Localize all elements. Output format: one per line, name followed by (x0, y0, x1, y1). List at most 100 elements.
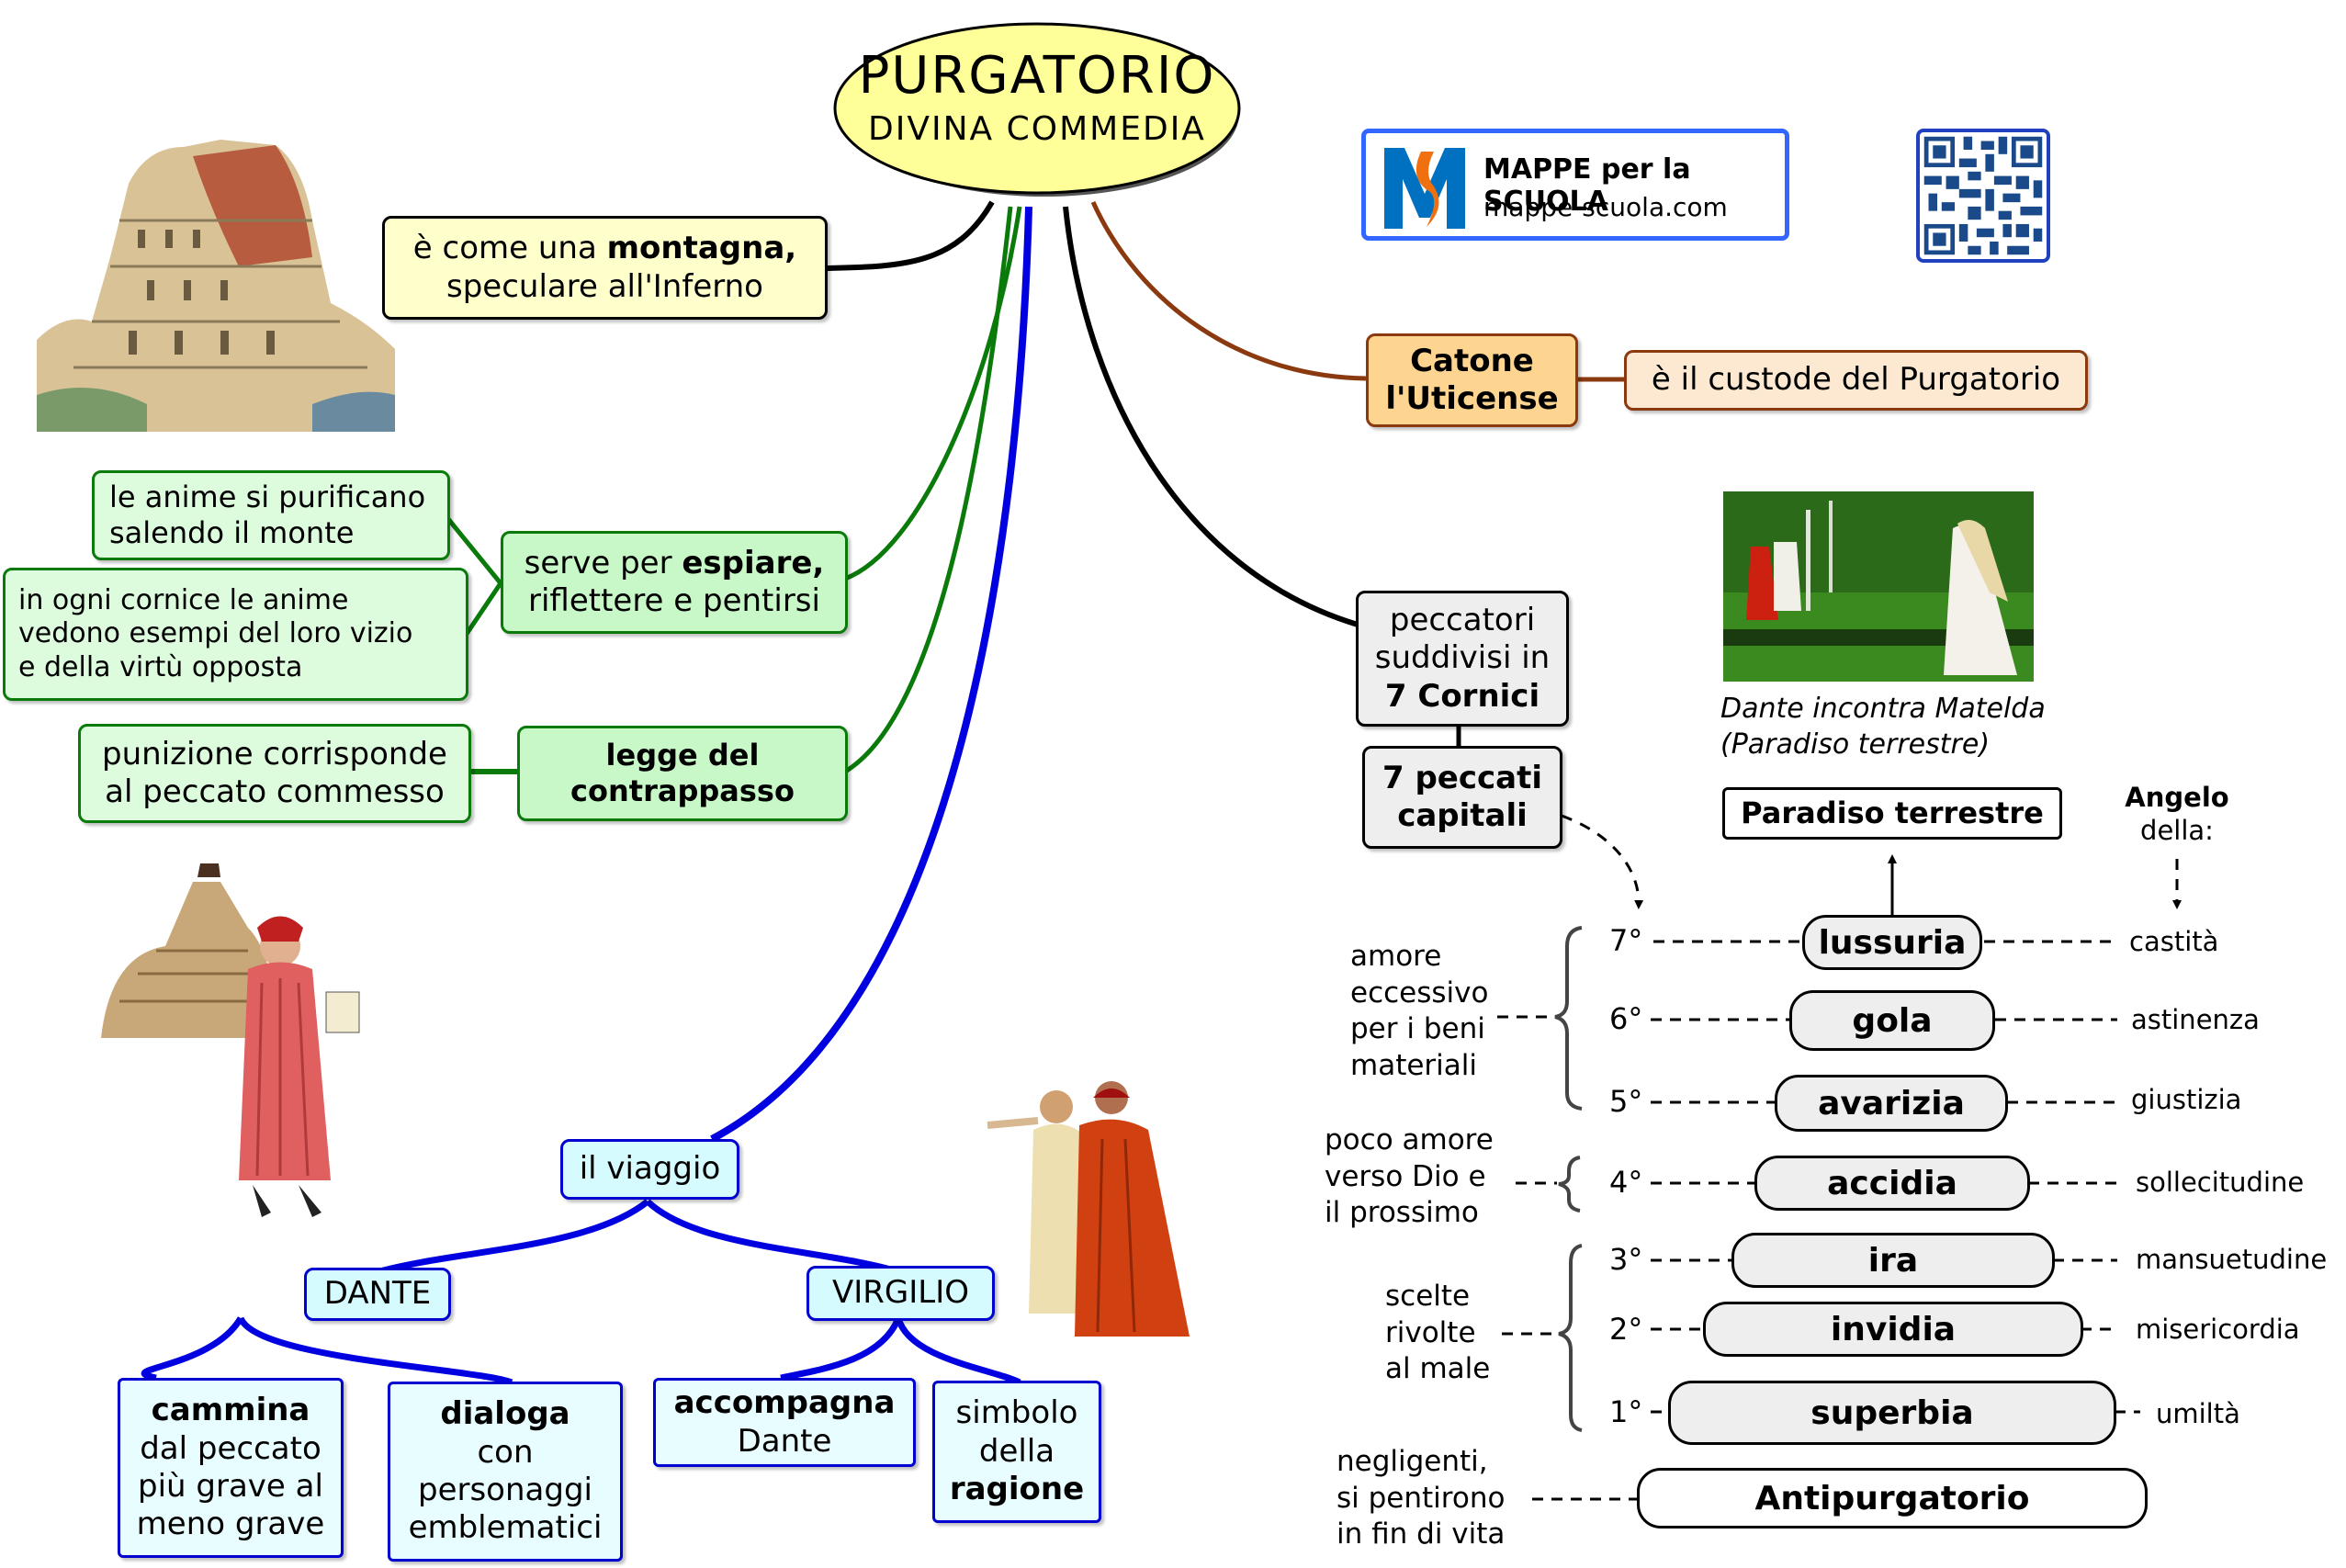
custode-text: è il custode del Purgatorio (1651, 361, 2061, 399)
cornice-line2: vedono esempi del loro vizio (18, 617, 413, 650)
ordinal-5: 5° (1609, 1084, 1643, 1119)
montagna-bold: montagna, (606, 230, 797, 267)
peccatori-line1: peccatori (1389, 601, 1536, 638)
cornice-line3: e della virtù opposta (18, 650, 303, 683)
group-negligenti-line1: negligenti, (1337, 1445, 1488, 1478)
montagna-node[interactable]: è come una montagna,speculare all'Infern… (382, 216, 828, 320)
simbolo-line2: della (978, 1432, 1055, 1470)
dialoga-line4: emblematici (408, 1509, 603, 1547)
link-peccatori (1063, 206, 1359, 627)
peccati-line1: 7 peccati (1382, 759, 1543, 796)
antipurgatorio-node[interactable]: Antipurgatorio (1637, 1468, 2148, 1529)
group-poco-line3: il prossimo (1325, 1196, 1479, 1230)
sin-gola[interactable]: gola (1789, 990, 1995, 1051)
link-dante (376, 1199, 650, 1276)
matelda-caption: Dante incontra Matelda (Paradiso terrest… (1720, 691, 2046, 762)
dialoga-line3: personaggi (417, 1472, 592, 1508)
angelo-line2: della: (2140, 815, 2214, 847)
group-negligenti: negligenti, si pentirono in fin di vita (1337, 1444, 1505, 1553)
peccatori-bold: 7 Cornici (1384, 677, 1540, 715)
group-negligenti-line3: in fin di vita (1337, 1517, 1506, 1551)
sin-lussuria[interactable]: lussuria (1802, 915, 1982, 970)
custode-node[interactable]: è il custode del Purgatorio (1624, 350, 2088, 411)
catone-line2: l'Uticense (1385, 380, 1559, 417)
accompagna-line2: Dante (737, 1422, 832, 1460)
group-scelte-line3: al male (1385, 1352, 1491, 1386)
link-espiare (844, 206, 1022, 581)
virtue-astinenza: astinenza (2131, 1004, 2260, 1035)
catone-line1: Catone (1410, 342, 1534, 379)
group-negligenti-line2: si pentirono (1337, 1481, 1506, 1515)
ordinal-2: 2° (1609, 1312, 1643, 1347)
virtue-giustizia: giustizia (2131, 1084, 2242, 1115)
angelo-label: Angelo della: (2122, 781, 2232, 848)
matelda-caption-line2: (Paradiso terrestre) (1720, 728, 1991, 761)
brand-logo-icon (1381, 142, 1469, 231)
montagna-text: è come una (412, 230, 607, 267)
virtue-mansuetudine: mansuetudine (2136, 1244, 2328, 1275)
espiare-line2: riflettere e pentirsi (527, 582, 820, 619)
sin-ira[interactable]: ira (1731, 1233, 2055, 1288)
sin-superbia[interactable]: superbia (1668, 1381, 2116, 1445)
virtue-umilta: umiltà (2156, 1398, 2240, 1429)
dante-figure-image (92, 863, 395, 1231)
group-amore-line3: per i beni (1350, 1012, 1485, 1046)
brand-name: MAPPE per la SCUOLA (1483, 153, 1691, 218)
cammina-bold: cammina (151, 1392, 310, 1429)
group-poco-amore: poco amore verso Dio e il prossimo (1325, 1122, 1494, 1232)
central-topic[interactable]: PURGATORIO DIVINA COMMEDIA (831, 20, 1243, 199)
qr-code-icon (1923, 136, 2043, 255)
link-dialoga (237, 1316, 513, 1386)
link-cammina2 (161, 1318, 241, 1378)
ordinal-7: 7° (1609, 923, 1643, 958)
link-catone (1090, 200, 1367, 381)
brace-amore (1554, 926, 1583, 1111)
cammina-line3: più grave al (138, 1468, 323, 1505)
link-dashed-arc (1561, 814, 1644, 909)
dante-text: DANTE (323, 1275, 432, 1313)
sin-avarizia[interactable]: avarizia (1775, 1075, 2008, 1132)
brand-url[interactable]: mappe-scuola.com (1483, 192, 1728, 222)
dashed-leaders (1497, 940, 2140, 1501)
contrappasso-line1: legge del (605, 737, 760, 773)
matelda-caption-line1: Dante incontra Matelda (1720, 693, 2046, 725)
brand-badge[interactable]: MAPPE per la SCUOLA mappe-scuola.com (1361, 129, 1789, 241)
cornice-line1: in ogni cornice le anime (18, 583, 349, 616)
link-cammina (141, 1316, 244, 1382)
group-amore-eccessivo: amore eccessivo per i beni materiali (1350, 939, 1488, 1085)
espiare-node[interactable]: serve per espiare,riflettere e pentirsi (501, 531, 848, 634)
purificano-line1: le anime si purificano (109, 479, 426, 514)
sin-accidia[interactable]: accidia (1754, 1156, 2030, 1211)
contrappasso-line2: contrappasso (570, 773, 795, 808)
dante-node[interactable]: DANTE (304, 1268, 451, 1321)
group-poco-line1: poco amore (1325, 1123, 1494, 1156)
viaggio-node[interactable]: il viaggio (560, 1139, 739, 1200)
group-scelte-line2: rivolte (1385, 1315, 1476, 1349)
simbolo-line1: simbolo (955, 1394, 1078, 1432)
ordinal-3: 3° (1609, 1242, 1643, 1277)
link-montagna (826, 200, 995, 271)
punizione-line1: punizione corrisponde (102, 735, 447, 773)
virgilio-node[interactable]: VIRGILIO (806, 1266, 995, 1321)
paradiso-node[interactable]: Paradiso terrestre (1722, 787, 2062, 840)
dante-virgilio-image (983, 1075, 1203, 1350)
group-poco-line2: verso Dio e (1325, 1159, 1486, 1193)
link-accompagna (780, 1316, 902, 1382)
link-virgilio (645, 1199, 902, 1276)
qr-code[interactable] (1916, 129, 2050, 263)
central-ellipse-shape (833, 22, 1241, 197)
sin-invidia[interactable]: invidia (1703, 1302, 2083, 1357)
group-amore-line4: materiali (1350, 1049, 1478, 1083)
